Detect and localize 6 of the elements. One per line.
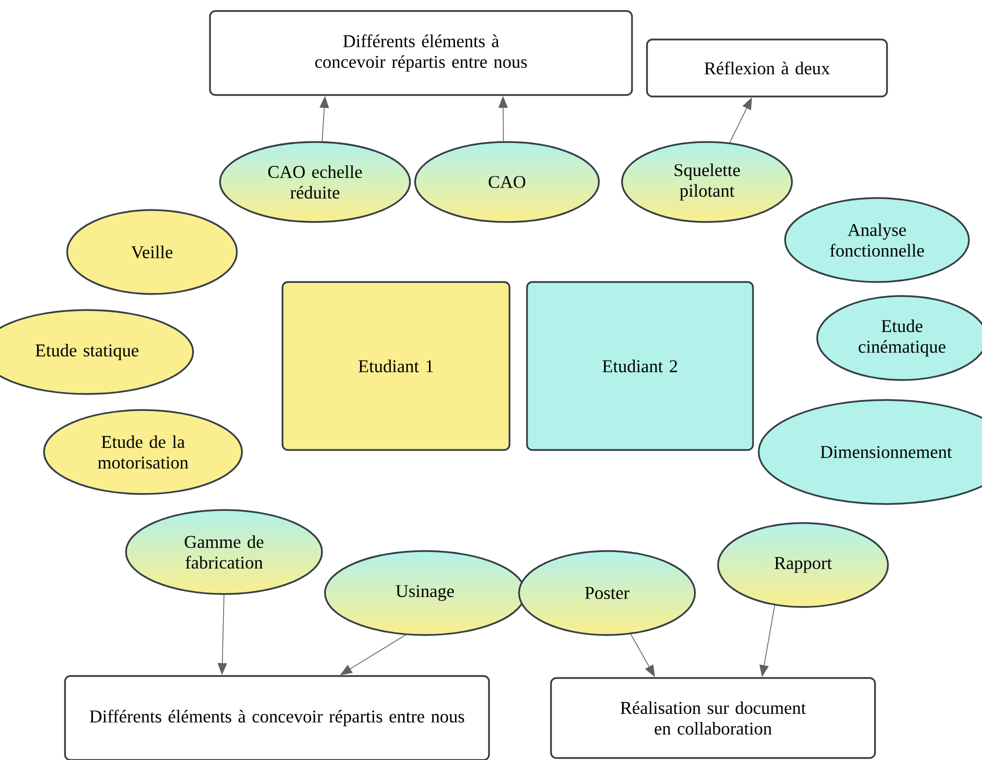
student-box: Etudiant 2 (526, 281, 754, 451)
student-box: Etudiant 1 (282, 281, 510, 451)
text-box: Différents éléments à concevoir répartis entre nous (64, 675, 490, 760)
text-box: Réflexion à deux (646, 38, 888, 98)
text-box: Différents éléments à concevoir répartis entre nous (209, 10, 633, 96)
text-box: Réalisation sur document en collaboration (550, 677, 876, 759)
